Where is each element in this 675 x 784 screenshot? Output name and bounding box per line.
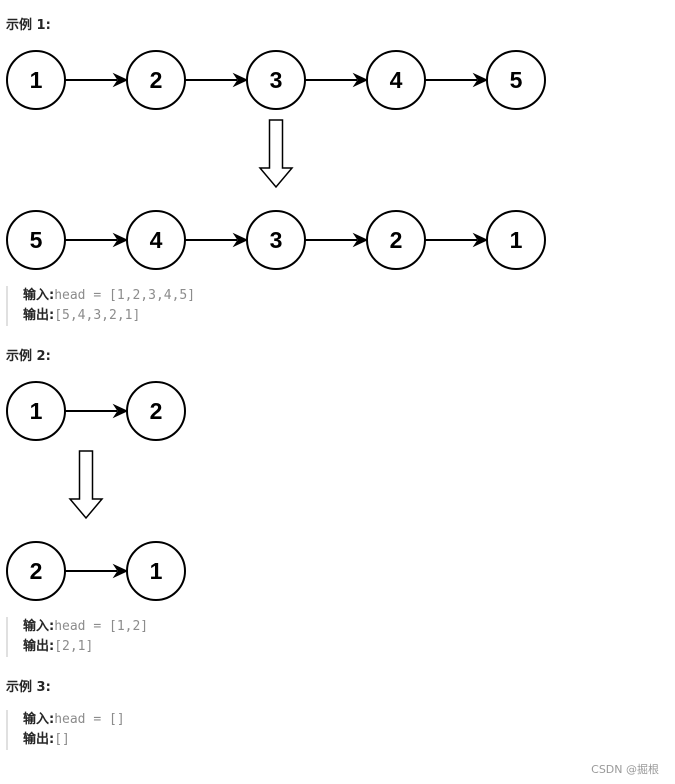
list-node — [6, 381, 66, 441]
example-2-transform-arrow — [68, 450, 104, 520]
example-1-transform-arrow — [258, 119, 294, 189]
down-arrow-icon — [68, 450, 104, 520]
list-node — [6, 541, 66, 601]
example-2-title: 示例 2: — [6, 349, 51, 364]
list-node — [486, 50, 546, 110]
input-label: 输入: — [23, 712, 55, 727]
list-node-value: 2 — [30, 558, 43, 584]
list-node — [126, 210, 186, 270]
list-node — [366, 210, 426, 270]
arrowhead-icon — [472, 232, 489, 248]
example-3-title: 示例 3: — [6, 680, 51, 695]
list-node — [246, 210, 306, 270]
list-node-value: 3 — [270, 227, 283, 253]
example-1-input-list: 1 2 3 4 5 — [6, 50, 546, 110]
list-node-value: 4 — [390, 67, 403, 93]
input-value: head = [1,2] — [54, 619, 149, 634]
list-node-value: 2 — [150, 67, 163, 93]
list-node-value: 5 — [510, 67, 523, 93]
csdn-watermark: CSDN @掘根 — [591, 763, 659, 776]
list-node — [126, 381, 186, 441]
example-3-io: 输入:head = [] 输出:[] — [6, 710, 125, 750]
arrowhead-icon — [232, 232, 249, 248]
list-node — [366, 50, 426, 110]
example-2-output-row: 输出:[2,1] — [23, 637, 148, 657]
input-label: 输入: — [23, 619, 55, 634]
list-node — [6, 210, 66, 270]
example-1-output-list: 5 4 3 2 1 — [6, 210, 546, 270]
list-node — [6, 50, 66, 110]
input-value: head = [] — [54, 712, 125, 727]
list-node-value: 2 — [390, 227, 403, 253]
list-node-value: 4 — [150, 227, 163, 253]
output-label: 输出: — [23, 639, 55, 654]
arrowhead-icon — [112, 403, 129, 419]
output-label: 输出: — [23, 732, 55, 747]
example-2-io: 输入:head = [1,2] 输出:[2,1] — [6, 617, 148, 657]
list-node — [246, 50, 306, 110]
output-value: [] — [54, 732, 70, 747]
list-node-value: 1 — [30, 67, 43, 93]
example-1-io: 输入:head = [1,2,3,4,5] 输出:[5,4,3,2,1] — [6, 286, 195, 326]
example-2-input-row: 输入:head = [1,2] — [23, 617, 148, 637]
output-value: [2,1] — [54, 639, 94, 654]
down-arrow-icon — [258, 119, 294, 189]
list-node — [486, 210, 546, 270]
list-node-value: 1 — [510, 227, 523, 253]
example-3-output-row: 输出:[] — [23, 730, 125, 750]
arrowhead-icon — [352, 232, 369, 248]
arrowhead-icon — [472, 72, 489, 88]
list-node — [126, 50, 186, 110]
example-3-input-row: 输入:head = [] — [23, 710, 125, 730]
input-value: head = [1,2,3,4,5] — [54, 288, 196, 303]
input-label: 输入: — [23, 288, 55, 303]
arrowhead-icon — [232, 72, 249, 88]
list-node-value: 3 — [270, 67, 283, 93]
arrowhead-icon — [112, 232, 129, 248]
arrowhead-icon — [112, 563, 129, 579]
arrowhead-icon — [112, 72, 129, 88]
list-node-value: 2 — [150, 398, 163, 424]
list-node-value: 5 — [30, 227, 43, 253]
output-value: [5,4,3,2,1] — [54, 308, 141, 323]
list-node — [126, 541, 186, 601]
example-1-title: 示例 1: — [6, 18, 51, 33]
list-node-value: 1 — [150, 558, 163, 584]
example-1-output-row: 输出:[5,4,3,2,1] — [23, 306, 195, 326]
list-node-value: 1 — [30, 398, 43, 424]
output-label: 输出: — [23, 308, 55, 323]
example-1-input-row: 输入:head = [1,2,3,4,5] — [23, 286, 195, 306]
arrowhead-icon — [352, 72, 369, 88]
